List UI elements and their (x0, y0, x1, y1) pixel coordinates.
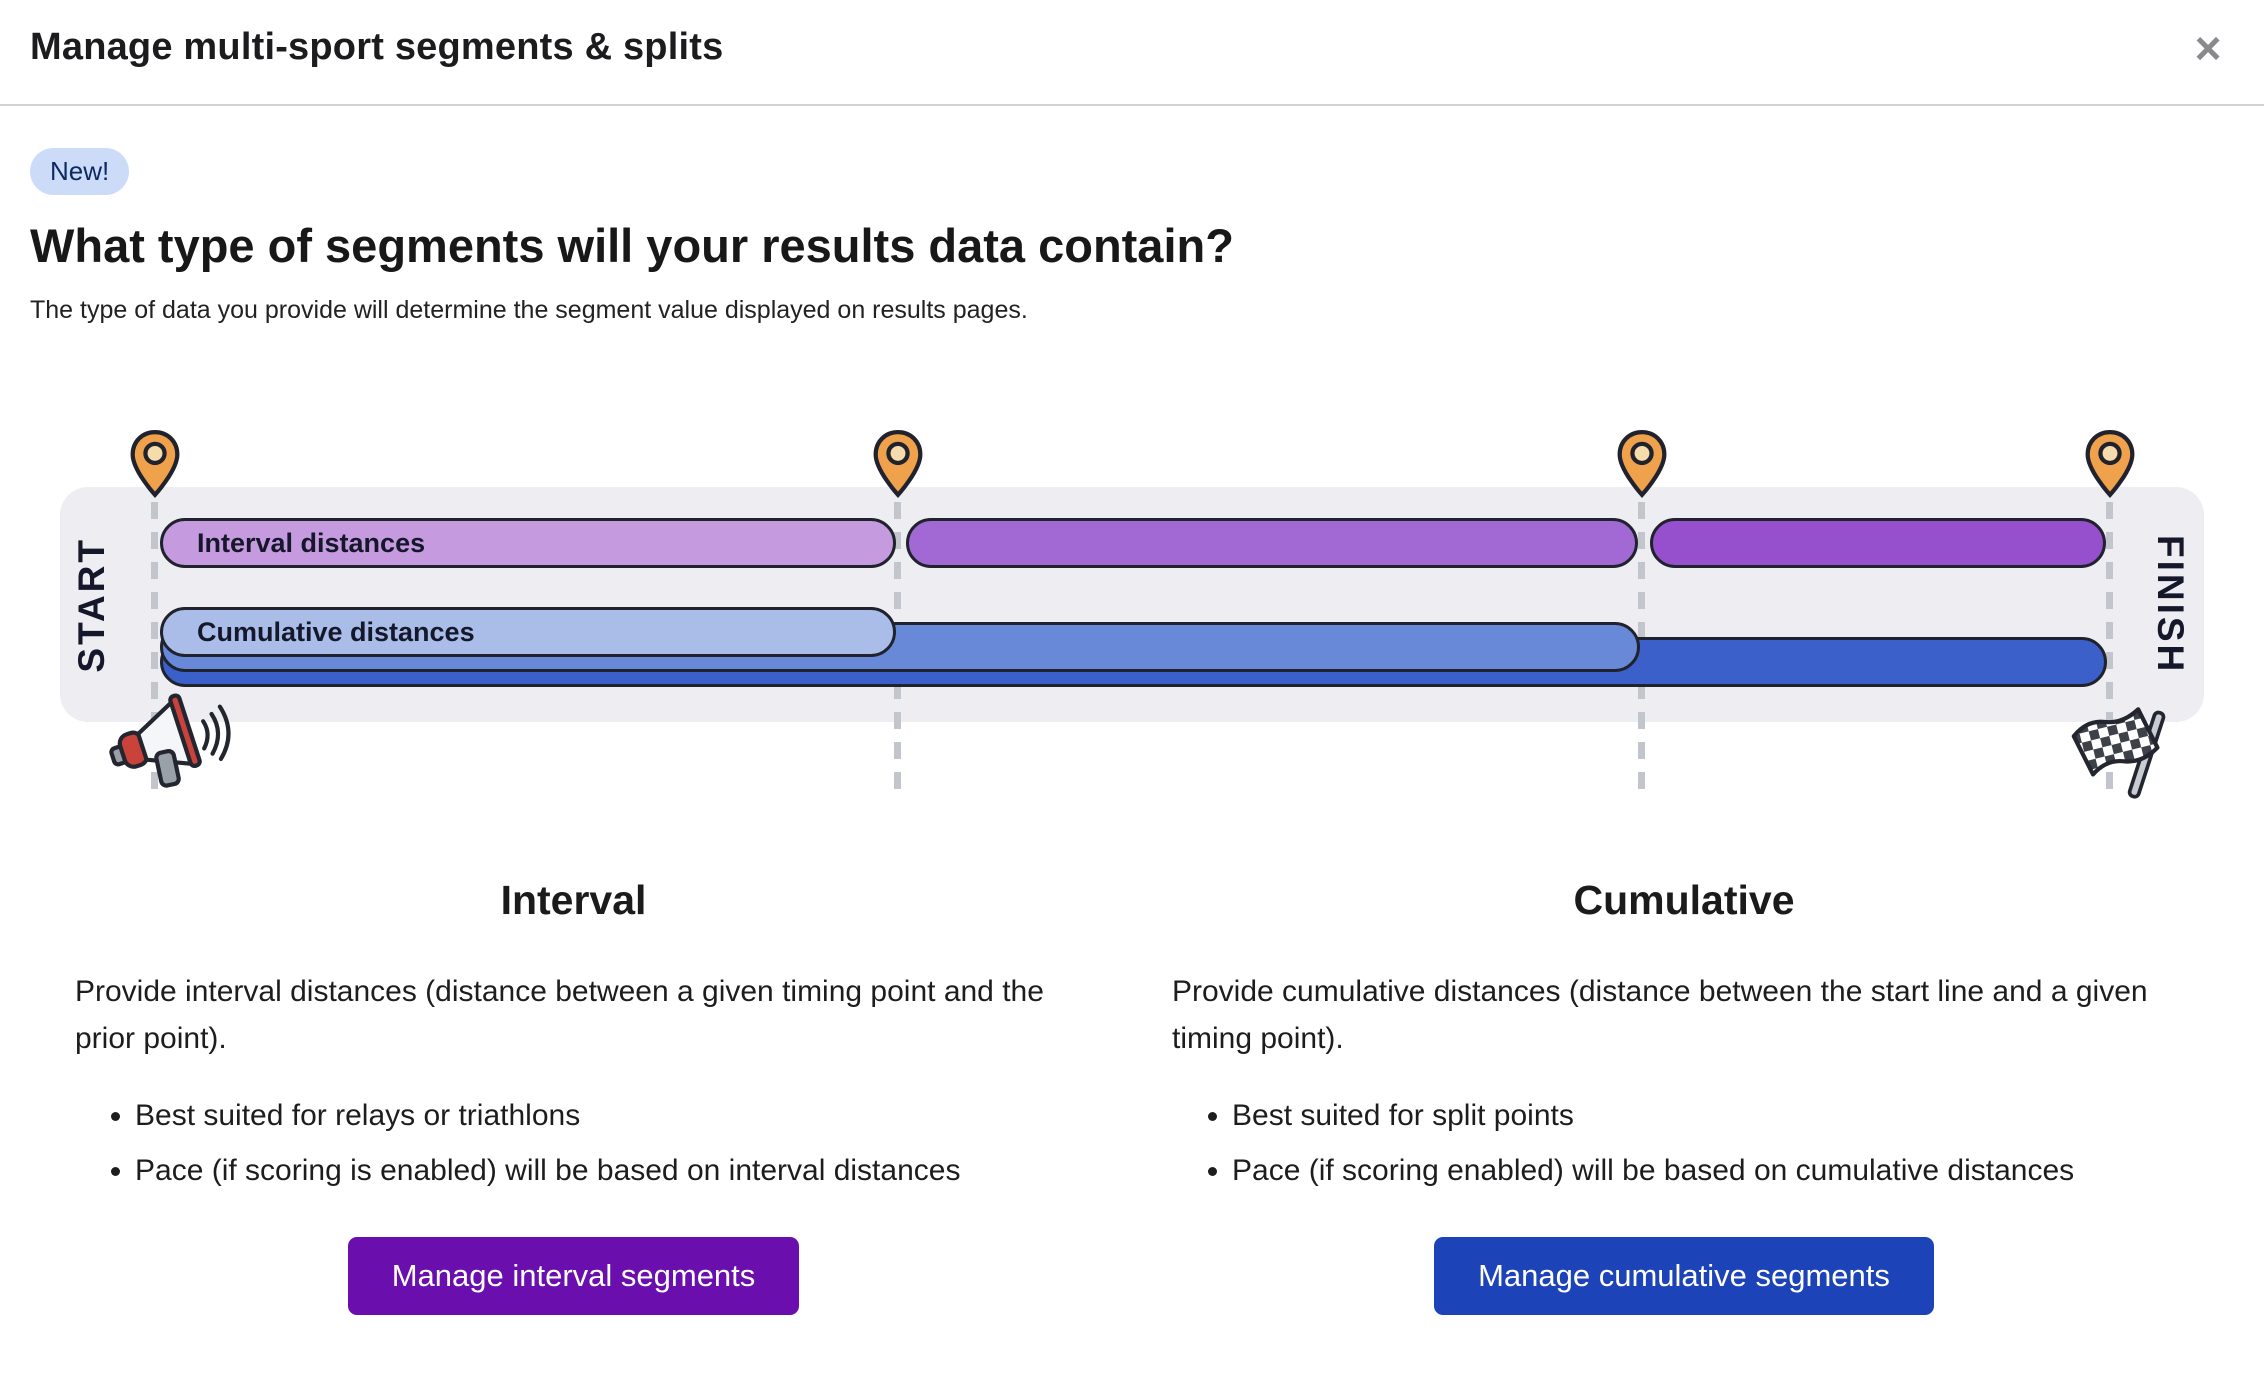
cumulative-bar-label: Cumulative distances (197, 616, 475, 647)
start-label: START (71, 536, 112, 673)
cumulative-description: Provide cumulative distances (distance b… (1172, 975, 2148, 1056)
new-badge: New! (30, 148, 130, 195)
timing-pin-icon (1617, 430, 1667, 498)
manage-cumulative-segments-button[interactable]: Manage cumulative segments (1434, 1236, 1934, 1315)
page-subtitle: The type of data you provide will determ… (30, 296, 1028, 324)
manage-interval-segments-button[interactable]: Manage interval segments (347, 1236, 800, 1315)
list-item: Pace (if scoring enabled) will be based … (1232, 1148, 2196, 1193)
timing-pin-icon (873, 430, 923, 498)
interval-bar-label: Interval distances (197, 527, 426, 558)
cumulative-column: Cumulative Provide cumulative distances … (1132, 845, 2264, 1315)
option-columns: Interval Provide interval distances (dis… (0, 845, 2264, 1315)
megaphone-icon (109, 693, 231, 788)
interval-bar-segment-2 (906, 518, 1638, 568)
finish-label: FINISH (2150, 534, 2191, 675)
interval-bullet-list: Best suited for relays or triathlons Pac… (75, 1093, 1072, 1193)
list-item: Best suited for relays or triathlons (135, 1093, 1072, 1138)
interval-description: Provide interval distances (distance bet… (75, 975, 1044, 1056)
checkered-flag-icon (2071, 707, 2166, 799)
timing-pin-icon (2085, 430, 2135, 498)
modal-title: Manage multi-sport segments & splits (30, 26, 724, 68)
cumulative-bar-segment-1: Cumulative distances (160, 607, 896, 657)
list-item: Best suited for split points (1232, 1093, 2196, 1138)
page-title: What type of segments will your results … (30, 219, 1234, 272)
timing-line-4 (2106, 472, 2113, 802)
timing-line-1 (151, 472, 158, 802)
list-item: Pace (if scoring is enabled) will be bas… (135, 1148, 1072, 1193)
interval-heading: Interval (500, 877, 647, 923)
timing-pin-icon (130, 430, 180, 498)
interval-bar-segment-1: Interval distances (160, 518, 896, 568)
cumulative-heading: Cumulative (1573, 877, 1795, 923)
close-icon[interactable]: × (2178, 18, 2238, 78)
modal-header: Manage multi-sport segments & splits × (0, 0, 2264, 106)
interval-column: Interval Provide interval distances (dis… (0, 845, 1132, 1315)
segments-diagram: START FINISH Cumulative distances Interv… (0, 430, 2264, 815)
interval-bar-segment-3 (1650, 518, 2106, 568)
cumulative-bullet-list: Best suited for split points Pace (if sc… (1172, 1093, 2196, 1193)
